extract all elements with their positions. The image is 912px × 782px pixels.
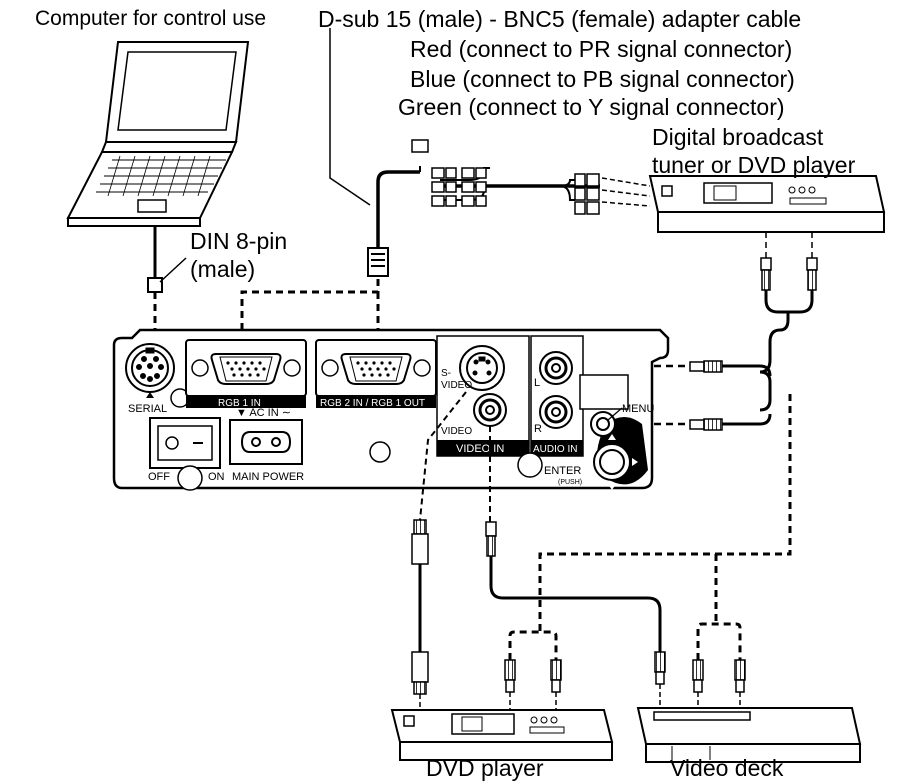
cable-red-label: Red (connect to PR signal connector)	[410, 36, 793, 62]
tuner-label-1: Digital broadcast	[652, 124, 824, 150]
tuner-label-2: tuner or DVD player	[652, 152, 856, 178]
projector-panel: SERIAL RGB 1 IN RGB 2 IN / RGB 1 OUT S- …	[112, 328, 670, 491]
dsub-plug	[367, 247, 389, 277]
rgb2-in-port	[315, 339, 437, 408]
s-video-label-2: VIDEO	[441, 380, 472, 391]
rgb1-in-label: RGB 1 IN	[218, 398, 261, 409]
rca-plugs-audio	[689, 360, 723, 431]
din-label-1: DIN 8-pin	[190, 228, 288, 254]
video-cable	[485, 521, 666, 685]
cable-blue-label: Blue (connect to PB signal connector)	[410, 66, 795, 92]
video-deck-label: Video deck	[670, 755, 784, 781]
video-deck-device	[636, 707, 862, 763]
audio-in-block	[530, 335, 584, 457]
din-label-2: (male)	[190, 256, 256, 282]
dvd-player-label: DVD player	[426, 755, 544, 781]
ac-in-port	[229, 419, 303, 465]
rca-plugs-tuner	[760, 257, 818, 291]
serial-label: SERIAL	[128, 403, 167, 415]
cable-title-label: D-sub 15 (male) - BNC5 (female) adapter …	[318, 6, 802, 32]
video-in-block	[436, 335, 530, 457]
off-label: OFF	[148, 471, 170, 483]
push-label: (PUSH)	[558, 479, 582, 486]
audio-r-label: R	[534, 423, 542, 435]
ac-in-label: ▼ AC IN ∼	[236, 407, 291, 419]
tuner-dvd-device	[648, 175, 886, 233]
cable-green-label: Green (connect to Y signal connector)	[398, 94, 785, 120]
dvd-player-device	[390, 709, 614, 761]
rgb2-in-label: RGB 2 IN / RGB 1 OUT	[320, 398, 425, 409]
main-power-label: MAIN POWER	[232, 471, 304, 483]
s-video-cable	[411, 519, 429, 695]
laptop-icon	[66, 41, 250, 227]
rca-plugs-dvd	[504, 659, 746, 693]
computer-label: Computer for control use	[35, 7, 267, 30]
main-power-switch[interactable]	[149, 417, 221, 469]
rgb1-in-port	[185, 339, 307, 408]
menu-label: MENU	[622, 403, 654, 415]
audio-in-label: AUDIO IN	[533, 444, 577, 455]
menu-enter-pad[interactable]	[586, 411, 648, 490]
s-video-label-1: S-	[441, 368, 451, 379]
video-in-label: VIDEO IN	[456, 443, 504, 455]
bnc-plugs	[411, 139, 600, 215]
audio-l-label: L	[534, 377, 540, 389]
on-label: ON	[208, 471, 225, 483]
enter-label: ENTER	[544, 465, 581, 477]
serial-port	[125, 343, 175, 398]
video-label: VIDEO	[441, 426, 472, 437]
